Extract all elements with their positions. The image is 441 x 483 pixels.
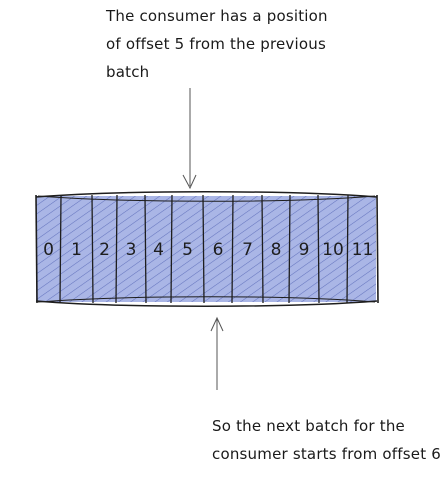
cell-divider <box>288 194 291 304</box>
partition-log-top-edge <box>35 191 378 198</box>
partition-log-bottom-edge <box>35 300 378 307</box>
offset-label-8: 8 <box>271 240 282 260</box>
cell-divider <box>202 194 205 304</box>
offset-label-1: 1 <box>71 240 82 260</box>
partition-log-bottom-edge-inner <box>37 296 376 303</box>
cell-divider <box>346 194 349 304</box>
cell-divider <box>59 194 62 304</box>
offset-label-4: 4 <box>153 240 164 260</box>
offset-label-6: 6 <box>213 240 224 260</box>
next-batch-note-line: consumer starts from offset 6 <box>212 445 441 463</box>
cell-divider <box>35 194 38 304</box>
next-batch-note: So the next batch for the consumer start… <box>212 412 441 468</box>
offset-label-2: 2 <box>99 240 110 260</box>
cell-divider <box>144 194 147 304</box>
cell-divider <box>231 194 234 304</box>
cell-divider <box>376 194 379 304</box>
offset-label-10: 10 <box>322 240 344 260</box>
cell-divider <box>91 194 94 304</box>
next-batch-arrow-head <box>210 316 224 332</box>
partition-log-top-edge-inner <box>37 195 376 202</box>
cell-divider <box>170 194 173 304</box>
consumer-position-note-line: of offset 5 from the previous <box>106 35 326 53</box>
offset-label-5: 5 <box>182 240 193 260</box>
next-batch-note-line: So the next batch for the <box>212 417 405 435</box>
consumer-position-arrow-head <box>182 174 197 190</box>
cell-dividers <box>35 194 379 304</box>
cell-divider <box>317 194 320 304</box>
cell-divider <box>261 194 264 304</box>
cell-divider <box>115 194 118 304</box>
offset-label-9: 9 <box>299 240 310 260</box>
offset-label-3: 3 <box>126 240 137 260</box>
consumer-position-note-line: batch <box>106 63 150 81</box>
consumer-position-note: The consumer has a position of offset 5 … <box>106 2 328 86</box>
offset-label-0: 0 <box>43 240 54 260</box>
consumer-position-note-line: The consumer has a position <box>106 7 328 25</box>
offset-label-11: 11 <box>352 240 374 260</box>
offset-label-7: 7 <box>242 240 253 260</box>
